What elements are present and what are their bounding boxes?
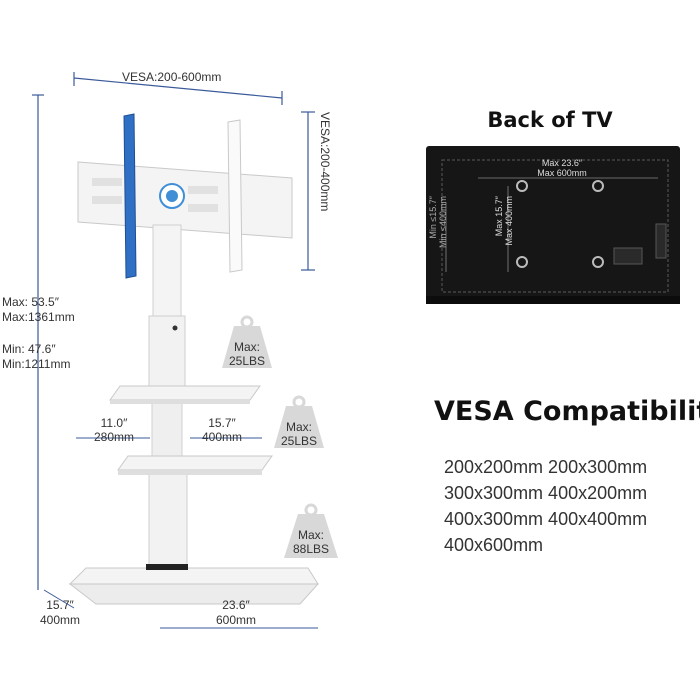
- base-depth-mm-label: 400mm: [39, 613, 80, 627]
- weight-icon-shelf: [274, 395, 324, 448]
- max-height-mm-label: Max:1361mm: [2, 310, 75, 324]
- tv-max-height-mm: Max 400mm: [504, 196, 514, 246]
- base-weight-bottom: 88LBS: [292, 542, 330, 556]
- min-height-in-label: Min: 47.6″: [2, 342, 56, 356]
- vesa-compat-list: 200x200mm 200x300mm 300x300mm 400x200mm …: [444, 454, 647, 558]
- stand-base: [68, 564, 320, 605]
- shelf-depth-mm-label: 280mm: [93, 430, 134, 444]
- tv-back-illustration: [426, 146, 680, 304]
- vesa-width-label: VESA:200-600mm: [122, 70, 222, 84]
- vesa-compat-line: 200x200mm 200x300mm: [444, 457, 648, 477]
- tv-back-title: Back of TV: [487, 108, 613, 132]
- tv-min-in: Min ≤15.7″: [428, 196, 438, 239]
- mount-weight-top: Max:: [233, 340, 260, 354]
- stand-illustration: [32, 72, 338, 629]
- weight-icon-base: [284, 503, 338, 558]
- base-dimension-lines: [43, 589, 318, 629]
- vesa-width-dimension: [73, 72, 283, 105]
- shelf-width-in-label: 15.7″: [208, 416, 236, 430]
- mount-plate: [77, 161, 293, 239]
- white-vertical-bracket: [227, 119, 243, 273]
- total-height-dimension: [32, 94, 44, 590]
- shelf-width-mm-label: 400mm: [201, 430, 242, 444]
- blue-vertical-bracket: [123, 113, 137, 279]
- tv-min-mm: Min ≤400mm: [438, 196, 448, 248]
- tv-max-width-in: Max 23.6″: [541, 158, 583, 168]
- vesa-compat-line: 400x600mm: [444, 535, 544, 555]
- vesa-height-dimension: [301, 111, 315, 271]
- weight-icon-mount: [222, 315, 272, 368]
- base-depth-in-label: 15.7″: [46, 598, 74, 612]
- lower-shelf: [117, 455, 273, 475]
- tv-max-width-mm: Max 600mm: [537, 168, 587, 178]
- vesa-compat-line: 300x300mm 400x200mm: [444, 483, 648, 503]
- tv-max-height-in: Max 15.7″: [494, 196, 504, 237]
- upper-shelf: [109, 385, 261, 404]
- shelf-weight-bottom: 25LBS: [280, 434, 318, 448]
- column-lower: [148, 315, 186, 389]
- vesa-compat-title: VESA Compatibility: [434, 396, 700, 427]
- vesa-compat-line: 400x300mm 400x400mm: [444, 509, 648, 529]
- base-weight-top: Max:: [297, 528, 324, 542]
- column-upper: [152, 224, 182, 318]
- shelf-depth-in-label: 11.0″: [100, 416, 128, 430]
- base-width-mm-label: 600mm: [215, 613, 256, 627]
- column-base: [148, 473, 188, 571]
- vesa-height-label: VESA:200-400mm: [318, 112, 332, 212]
- shelf-weight-top: Max:: [285, 420, 312, 434]
- min-height-mm-label: Min:1211mm: [2, 357, 71, 371]
- max-height-in-label: Max: 53.5″: [2, 295, 59, 309]
- mount-weight-bottom: 25LBS: [228, 354, 266, 368]
- base-width-in-label: 23.6″: [222, 598, 250, 612]
